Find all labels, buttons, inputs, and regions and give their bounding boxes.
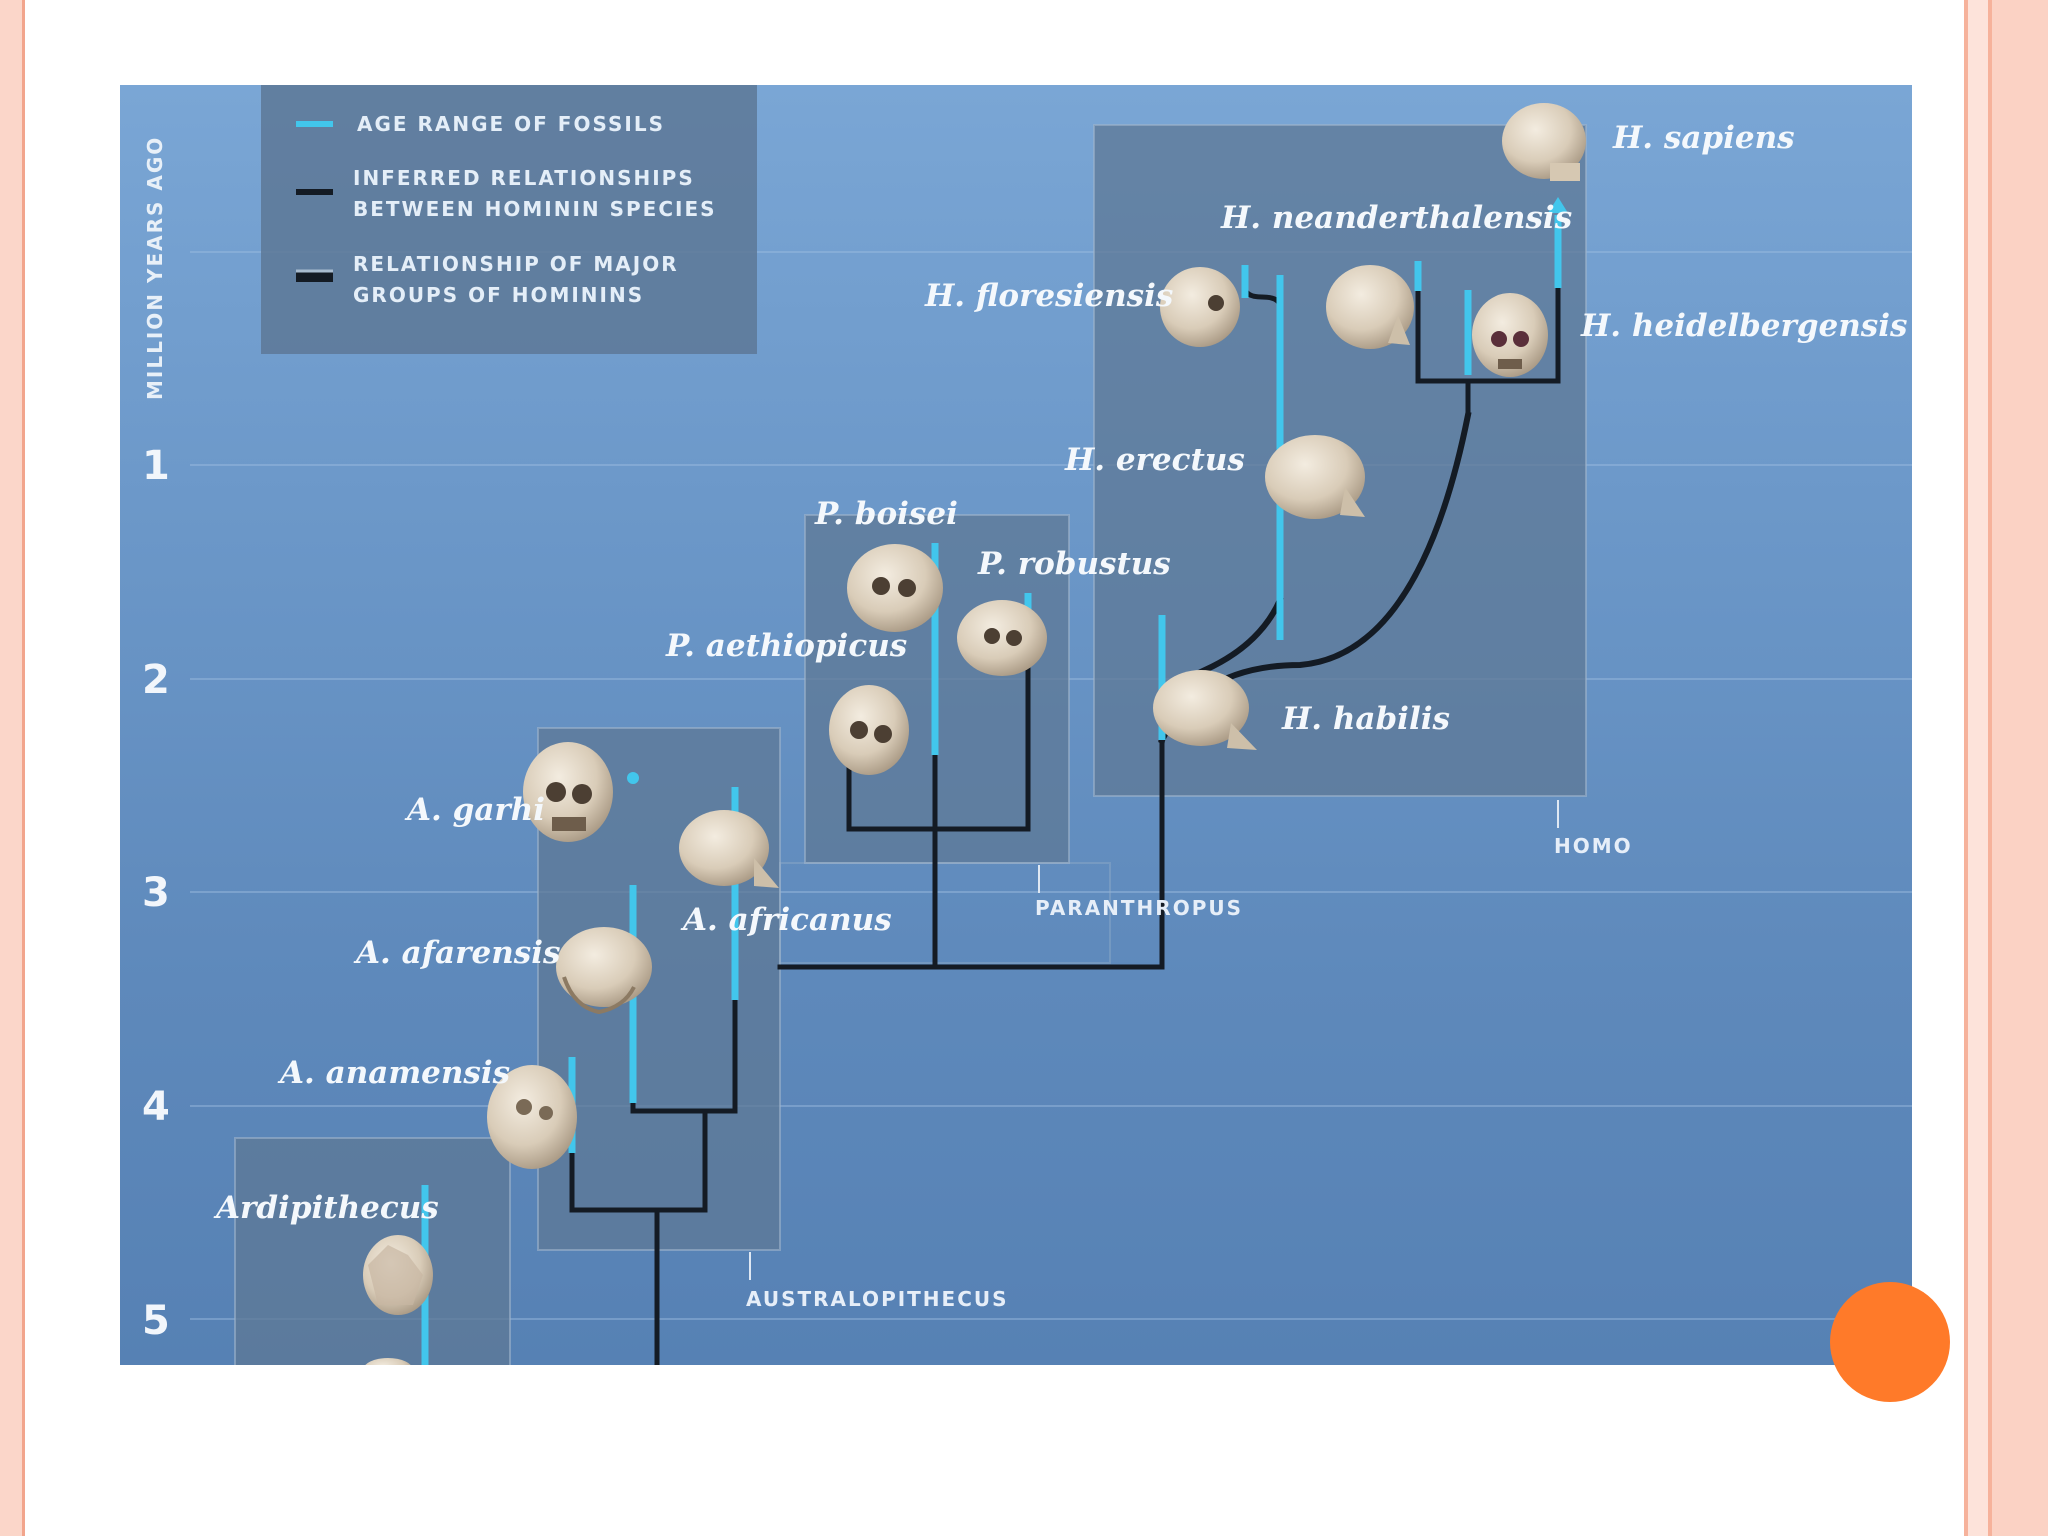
skull-h-heidelbergensis-icon xyxy=(1472,293,1548,377)
label-h-heidelbergensis: H. heidelbergensis xyxy=(1580,308,1907,344)
tick-label-3: 3 xyxy=(142,870,170,916)
skull-h-habilis-icon xyxy=(1153,670,1257,750)
label-a-anamensis: A. anamensis xyxy=(277,1055,510,1091)
skull-a-garhi-icon xyxy=(523,742,613,842)
label-a-africanus: A. africanus xyxy=(680,902,892,938)
label-h-neanderthalensis: H. neanderthalensis xyxy=(1220,200,1572,236)
tick-label-1: 1 xyxy=(142,443,170,489)
label-h-erectus: H. erectus xyxy=(1064,442,1245,478)
legend-label-inferred-2: BETWEEN HOMININ SPECIES xyxy=(353,197,717,221)
label-h-floresiensis: H. floresiensis xyxy=(924,278,1173,314)
skull-p-robustus-icon xyxy=(957,600,1047,676)
skull-p-boisei-icon xyxy=(847,544,943,632)
label-p-aethiopicus: P. aethiopicus xyxy=(665,628,907,664)
legend-label-age-range: AGE RANGE OF FOSSILS xyxy=(357,112,665,136)
skull-p-aethiopicus-icon xyxy=(829,685,909,775)
genus-label-australopithecus: AUSTRALOPITHECUS xyxy=(746,1287,1009,1311)
species-labels: H. sapiens H. neanderthalensis H. flores… xyxy=(213,120,1907,1226)
skull-a-africanus-icon xyxy=(679,810,779,888)
label-ardipithecus: Ardipithecus xyxy=(213,1190,439,1226)
genus-labels: HOMO PARANTHROPUS AUSTRALOPITHECUS xyxy=(746,800,1633,1311)
genus-label-paranthropus: PARANTHROPUS xyxy=(1035,896,1243,920)
skull-a-afarensis-icon xyxy=(556,927,652,1015)
skull-a-anamensis-icon xyxy=(487,1065,577,1169)
legend: AGE RANGE OF FOSSILS INFERRED RELATIONSH… xyxy=(261,85,757,354)
skull-h-neanderthalensis-icon xyxy=(1326,265,1414,349)
skulls xyxy=(363,103,1586,1365)
axis-title: MILLION YEARS AGO xyxy=(143,136,167,400)
diagram-canvas: MILLION YEARS AGO 1 2 3 4 5 AGE RANGE OF… xyxy=(142,85,1912,1365)
skull-h-erectus-icon xyxy=(1265,435,1365,519)
skull-h-sapiens-icon xyxy=(1502,103,1586,181)
sapiens-arrowhead xyxy=(1548,197,1568,213)
label-p-boisei: P. boisei xyxy=(814,496,958,532)
legend-label-groups-2: GROUPS OF HOMININS xyxy=(353,283,644,307)
label-h-sapiens: H. sapiens xyxy=(1612,120,1795,156)
skull-ardipithecus-icon xyxy=(363,1235,433,1365)
slide-right-border xyxy=(1958,0,2048,1536)
tick-label-5: 5 xyxy=(142,1298,170,1344)
tick-label-4: 4 xyxy=(142,1084,170,1130)
label-a-garhi: A. garhi xyxy=(404,792,545,828)
label-a-afarensis: A. afarensis xyxy=(353,935,560,971)
label-h-habilis: H. habilis xyxy=(1281,701,1450,737)
label-p-robustus: P. robustus xyxy=(977,546,1171,582)
range-a-garhi xyxy=(627,772,639,784)
group-box-connector xyxy=(779,862,1111,964)
legend-label-groups-1: RELATIONSHIP OF MAJOR xyxy=(353,252,679,276)
skull-h-floresiensis-icon xyxy=(1160,267,1240,347)
orange-circle-decoration xyxy=(1830,1282,1950,1402)
genus-label-homo: HOMO xyxy=(1554,834,1633,858)
legend-label-inferred-1: INFERRED RELATIONSHIPS xyxy=(353,166,695,190)
slide-left-border xyxy=(0,0,25,1536)
tick-label-2: 2 xyxy=(142,657,170,703)
hominin-evolution-diagram: MILLION YEARS AGO 1 2 3 4 5 AGE RANGE OF… xyxy=(120,85,1912,1365)
